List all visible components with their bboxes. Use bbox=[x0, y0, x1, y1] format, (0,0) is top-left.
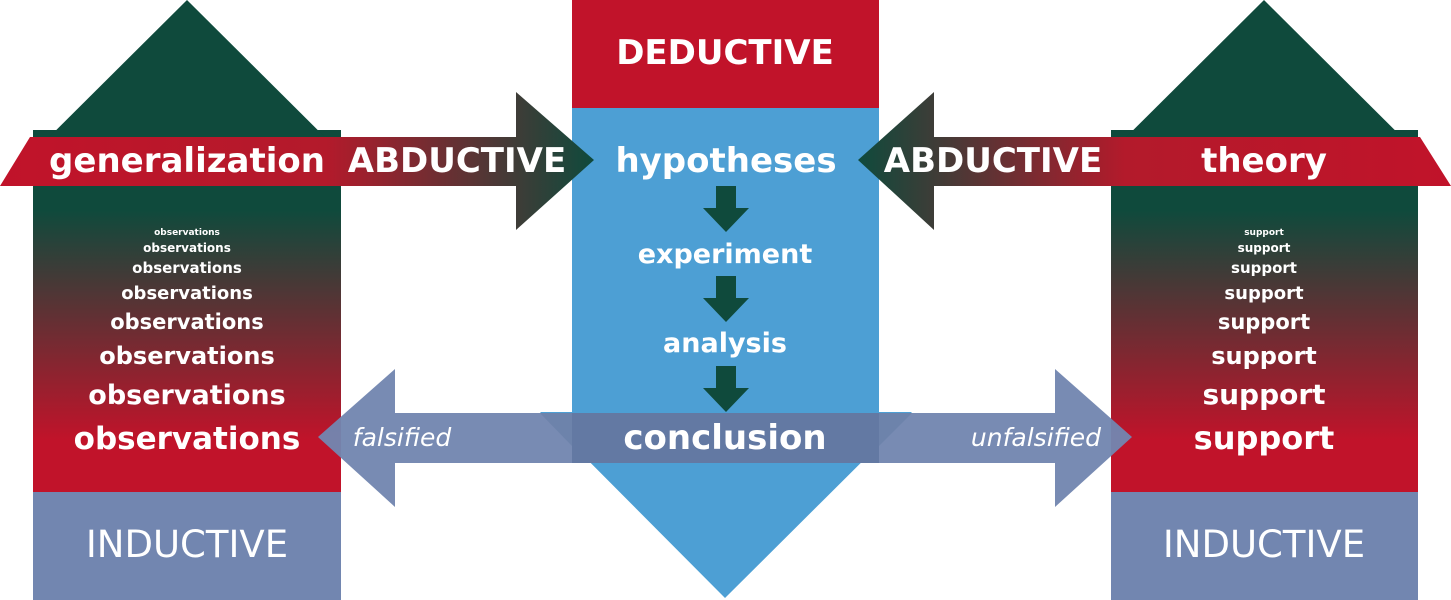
theory-label: theory bbox=[1201, 141, 1327, 181]
support-item: support bbox=[1194, 419, 1335, 457]
support-stack: support support support support support … bbox=[1194, 228, 1335, 457]
conclusion-overlap-left bbox=[540, 413, 572, 446]
observation-item: observations bbox=[132, 259, 242, 277]
support-item: support bbox=[1202, 378, 1325, 411]
observation-item: observations bbox=[143, 241, 231, 255]
observation-item: observations bbox=[88, 380, 285, 411]
deductive-arrow-body bbox=[540, 108, 912, 598]
left-abductive-band bbox=[0, 92, 594, 230]
observation-item: observations bbox=[110, 310, 264, 334]
right-inductive-base bbox=[1111, 492, 1418, 600]
abductive-left-label: ABDUCTIVE bbox=[348, 141, 566, 181]
deductive-header bbox=[572, 0, 879, 108]
support-item: support bbox=[1224, 283, 1304, 304]
analysis-label: analysis bbox=[663, 328, 787, 359]
inductive-left-label: INDUCTIVE bbox=[86, 523, 288, 566]
support-item: support bbox=[1238, 241, 1291, 255]
inductive-right-label: INDUCTIVE bbox=[1163, 523, 1365, 566]
deductive-label: DEDUCTIVE bbox=[616, 33, 834, 73]
generalization-label: generalization bbox=[49, 141, 325, 181]
hypotheses-label: hypotheses bbox=[615, 141, 836, 181]
conclusion-overlap-band bbox=[572, 413, 879, 463]
down-arrow-icon bbox=[703, 186, 749, 232]
conclusion-overlap-right bbox=[879, 413, 912, 446]
abductive-right-label: ABDUCTIVE bbox=[884, 141, 1102, 181]
left-inductive-base bbox=[33, 492, 341, 600]
observation-item: observations bbox=[99, 342, 274, 370]
left-column-body bbox=[33, 130, 341, 495]
support-item: support bbox=[1231, 259, 1297, 277]
experiment-label: experiment bbox=[638, 239, 813, 270]
down-arrow-icon bbox=[703, 276, 749, 322]
support-item: support bbox=[1244, 228, 1284, 238]
right-column-body bbox=[1111, 130, 1418, 495]
right-abductive-band bbox=[858, 92, 1451, 230]
support-item: support bbox=[1218, 310, 1310, 334]
observation-item: observations bbox=[121, 283, 253, 304]
falsified-label: falsified bbox=[353, 423, 452, 452]
observation-item: observations bbox=[74, 421, 301, 457]
observation-item: observations bbox=[154, 228, 220, 238]
conclusion-label: conclusion bbox=[623, 418, 826, 458]
observations-stack: observations observations observations o… bbox=[74, 228, 301, 457]
unfalsified-label: unfalsified bbox=[971, 423, 1101, 452]
support-item: support bbox=[1211, 342, 1317, 370]
down-arrow-icon bbox=[703, 366, 749, 412]
